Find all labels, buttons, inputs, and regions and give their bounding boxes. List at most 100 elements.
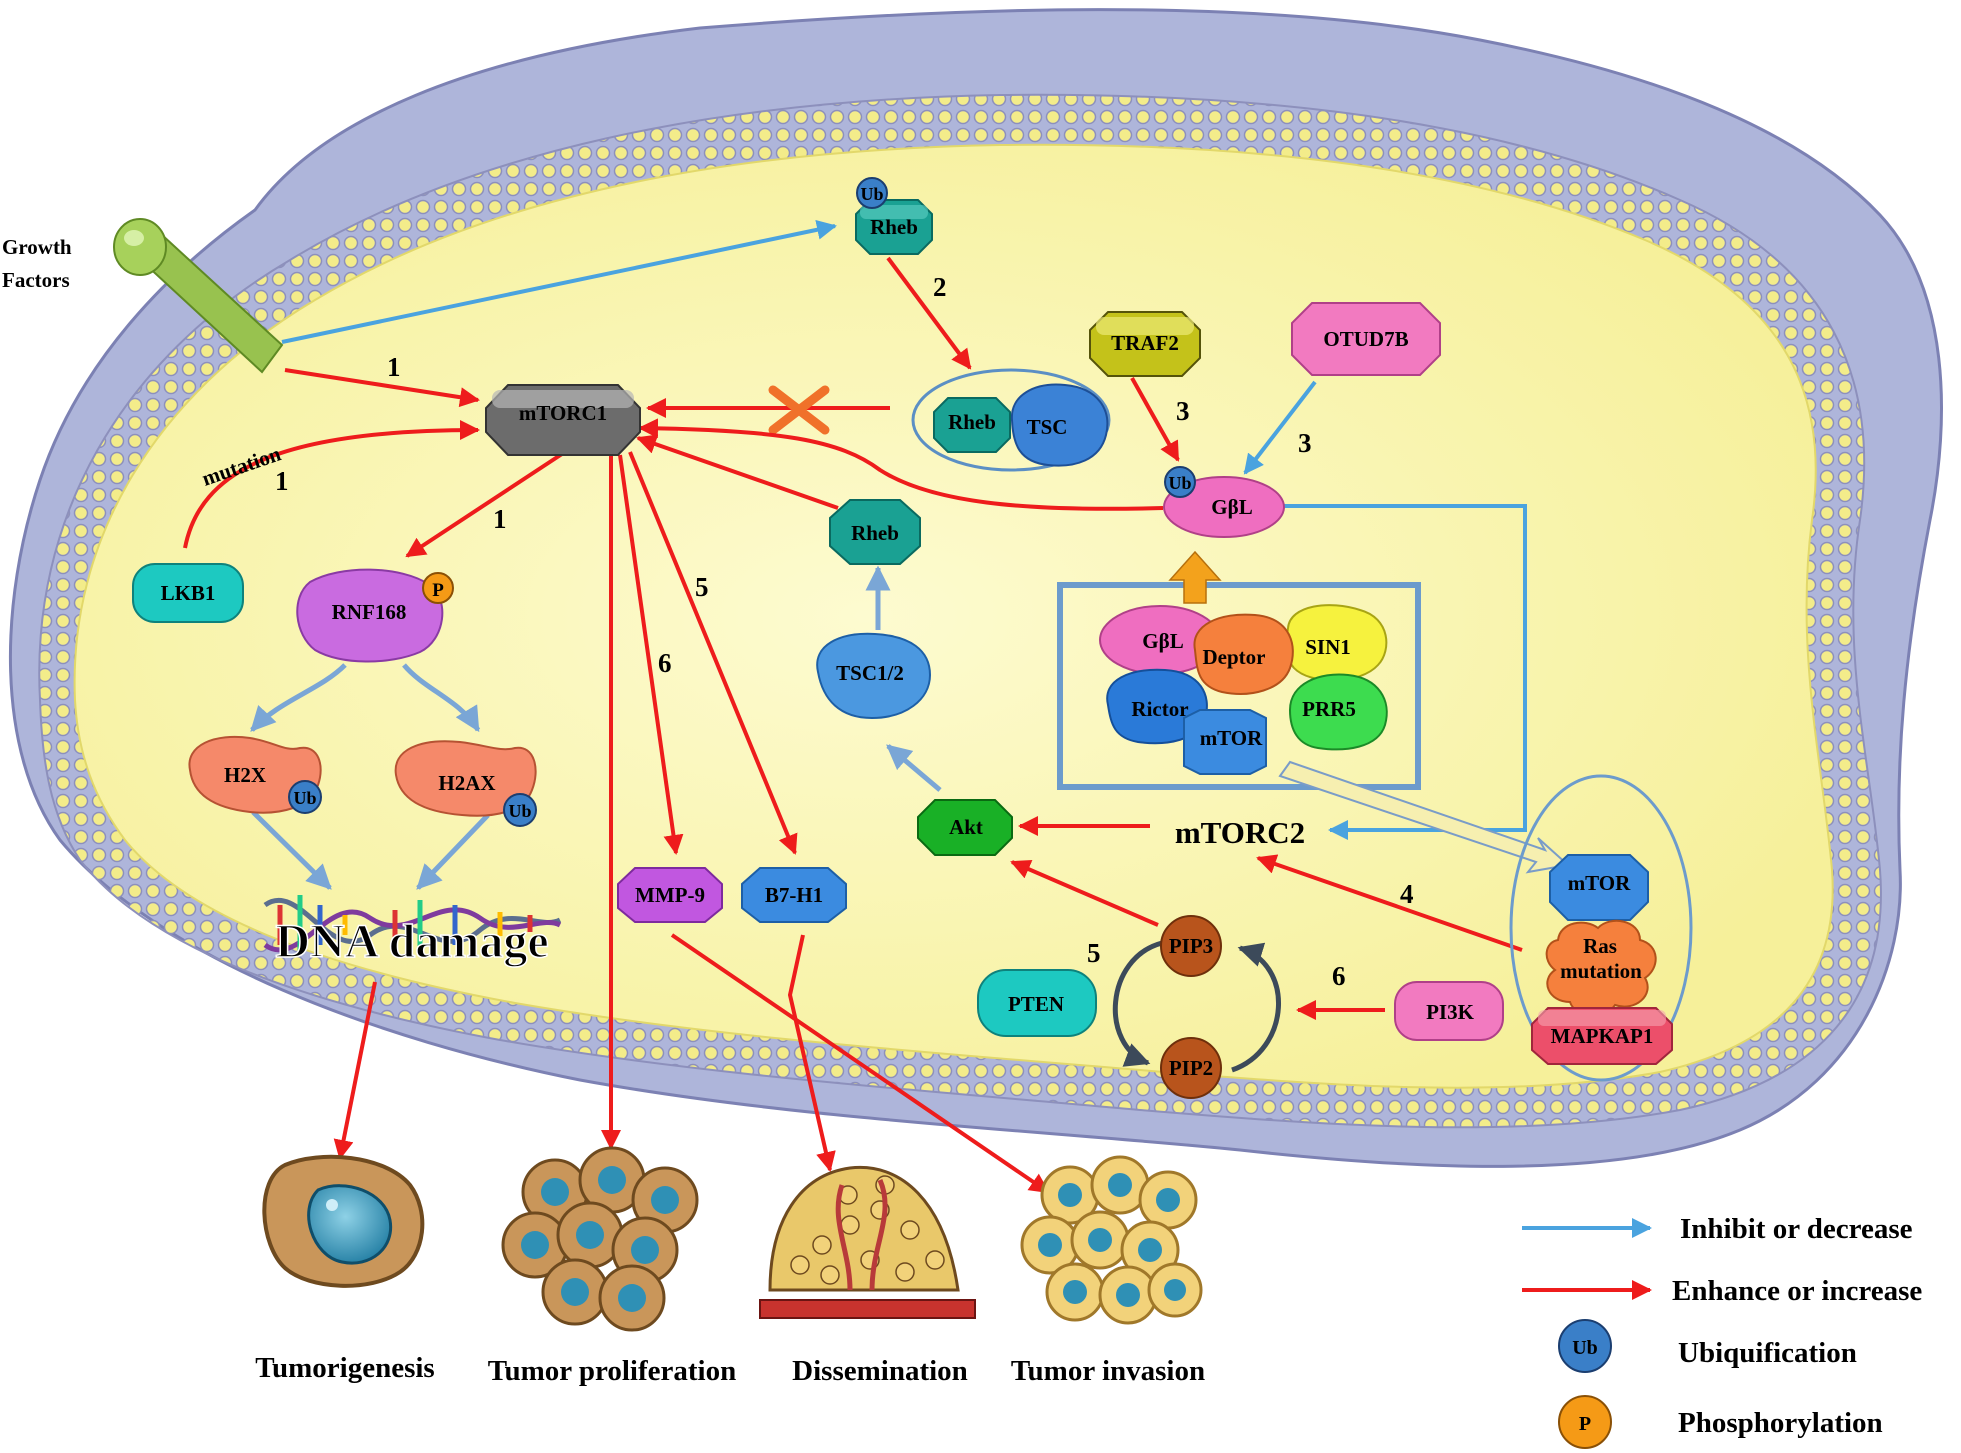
legend-enhance-label: Enhance or increase <box>1672 1275 1922 1307</box>
node-akt <box>917 799 1013 856</box>
step-4: 4 <box>1400 879 1414 909</box>
label-mtor-right: mTOR <box>1568 871 1631 895</box>
ub-badge-rheb-text: Ub <box>860 184 883 204</box>
ub-badge-gbl: Ub <box>1164 466 1196 498</box>
node-rheb-top <box>855 199 933 255</box>
node-rnf168 <box>296 568 444 663</box>
label-sin1: SIN1 <box>1305 635 1351 659</box>
p-badge-rnf168: P <box>422 572 454 604</box>
arrow-akt-to-tsc12 <box>886 744 942 792</box>
dissemination-tumor-icon <box>759 1165 976 1319</box>
legend-ub-icon-text: Ub <box>1572 1337 1598 1359</box>
legend-ubiquification-label: Ubiquification <box>1678 1337 1857 1369</box>
step-2: 2 <box>933 272 947 302</box>
growth-factor-receptor <box>113 218 284 374</box>
label-rheb-top: Rheb <box>870 215 918 239</box>
arrow-rnf168-to-h2x <box>250 663 347 732</box>
label-pip2: PIP2 <box>1169 1056 1213 1080</box>
arrow-mtorc1-to-mmp9 <box>618 454 684 855</box>
legend: Inhibit or decrease Enhance or increase … <box>1522 1213 1922 1449</box>
complex-to-gbl-up-arrow <box>1168 550 1222 604</box>
rheb-tsc-complex-oval <box>911 368 1111 472</box>
arrow-b7h1-to-dissemination <box>787 934 836 1172</box>
tumor-proliferation-cluster-icon <box>501 1146 699 1332</box>
label-pi3k: PI3K <box>1426 1000 1475 1024</box>
label-mmp9: MMP-9 <box>635 883 705 907</box>
label-rheb-mid: Rheb <box>851 521 899 545</box>
ub-badge-h2ax-text: Ub <box>508 801 531 821</box>
legend-ub-icon <box>1558 1319 1612 1373</box>
label-gbl-complex: GβL <box>1142 629 1183 653</box>
label-mtor-complex: mTOR <box>1200 726 1263 750</box>
node-rheb-mid <box>829 499 921 565</box>
step-5-pten: 5 <box>1087 938 1101 968</box>
arrow-rheb-mid-to-mtorc1 <box>636 434 839 510</box>
tumor-invasion-cluster-icon <box>1020 1155 1203 1325</box>
node-lkb1 <box>132 563 244 623</box>
arrow-ras-to-mtorc2 <box>1256 854 1523 952</box>
label-traf2: TRAF2 <box>1111 331 1179 355</box>
node-mmp9 <box>617 867 723 923</box>
tumorigenesis-cell-icon <box>262 1154 425 1288</box>
label-b7h1: B7-H1 <box>765 883 823 907</box>
label-rheb-complex: Rheb <box>948 410 996 434</box>
label-growth-factors-1: Growth <box>2 235 72 259</box>
ub-badge-gbl-text: Ub <box>1168 473 1191 493</box>
label-lkb1: LKB1 <box>161 581 216 605</box>
label-mtorc2: mTORC2 <box>1175 815 1305 850</box>
mtorc2-complex-box <box>1057 582 1421 790</box>
step-6-mmp9: 6 <box>658 648 672 678</box>
node-tsc <box>1010 383 1109 467</box>
node-mtor-right <box>1549 854 1649 921</box>
node-h2ax <box>394 740 537 817</box>
arrow-gbl-to-mtorc1 <box>638 418 1164 511</box>
ub-badge-h2ax: Ub <box>503 793 537 827</box>
legend-phosphorylation-label: Phosphorylation <box>1678 1407 1883 1439</box>
label-ras-line2: mutation <box>1560 959 1642 983</box>
label-deptor: Deptor <box>1203 645 1266 669</box>
label-mtorc1: mTORC1 <box>519 401 607 425</box>
node-traf2 <box>1089 311 1201 377</box>
label-mapkap1: MAPKAP1 <box>1551 1024 1654 1048</box>
arrow-mmp9-to-invasion <box>670 933 1050 1194</box>
label-tsc: TSC <box>1027 415 1068 439</box>
arrow-pip3-to-akt <box>1010 859 1159 927</box>
block-cross-icon <box>768 385 830 435</box>
ub-badge-h2x: Ub <box>288 780 322 814</box>
node-gbl-ub <box>1163 476 1285 538</box>
complex-to-mtor-hollow-arrow <box>1278 760 1571 874</box>
dna-helix-icon <box>263 895 562 955</box>
arrow-lkb1-to-mtorc1 <box>183 420 480 549</box>
arrow-mtorc1-to-rnf168 <box>405 450 567 558</box>
step-1-lkb1: 1 <box>275 466 289 496</box>
arrow-mtorc1-to-b7h1 <box>628 451 798 855</box>
node-prr5 <box>1288 673 1388 751</box>
node-pip3 <box>1160 915 1222 977</box>
node-mapkap1 <box>1531 1007 1673 1065</box>
p-badge-rnf168-text: P <box>432 580 444 601</box>
cytoplasm <box>73 143 1834 1089</box>
step-3-traf2: 3 <box>1176 396 1190 426</box>
node-pten <box>977 969 1097 1037</box>
arrow-dna-to-tumorigenesis <box>333 981 377 1160</box>
label-gbl-ub: GβL <box>1211 495 1252 519</box>
outcome-dissemination: Dissemination <box>792 1355 968 1387</box>
label-prr5: PRR5 <box>1302 697 1356 721</box>
arrow-gbl-to-mtorc2 <box>1282 504 1527 840</box>
label-otud7b: OTUD7B <box>1323 327 1408 351</box>
arrow-h2ax-to-dna <box>416 813 490 890</box>
step-5-b7h1: 5 <box>695 572 709 602</box>
node-b7h1 <box>741 867 847 923</box>
arrow-traf2-to-gbl <box>1130 377 1180 462</box>
node-rheb-complex <box>933 397 1011 453</box>
label-rictor: Rictor <box>1131 697 1188 721</box>
label-h2x: H2X <box>224 763 266 787</box>
outcome-invasion: Tumor invasion <box>1011 1355 1205 1387</box>
step-1-growth: 1 <box>387 352 401 382</box>
arrow-rheb-to-tsc <box>886 256 972 370</box>
node-pip2 <box>1160 1037 1222 1099</box>
label-rnf168: RNF168 <box>332 600 407 624</box>
node-ras-mutation <box>1545 919 1657 1017</box>
arrow-growth-to-rheb <box>281 219 837 344</box>
